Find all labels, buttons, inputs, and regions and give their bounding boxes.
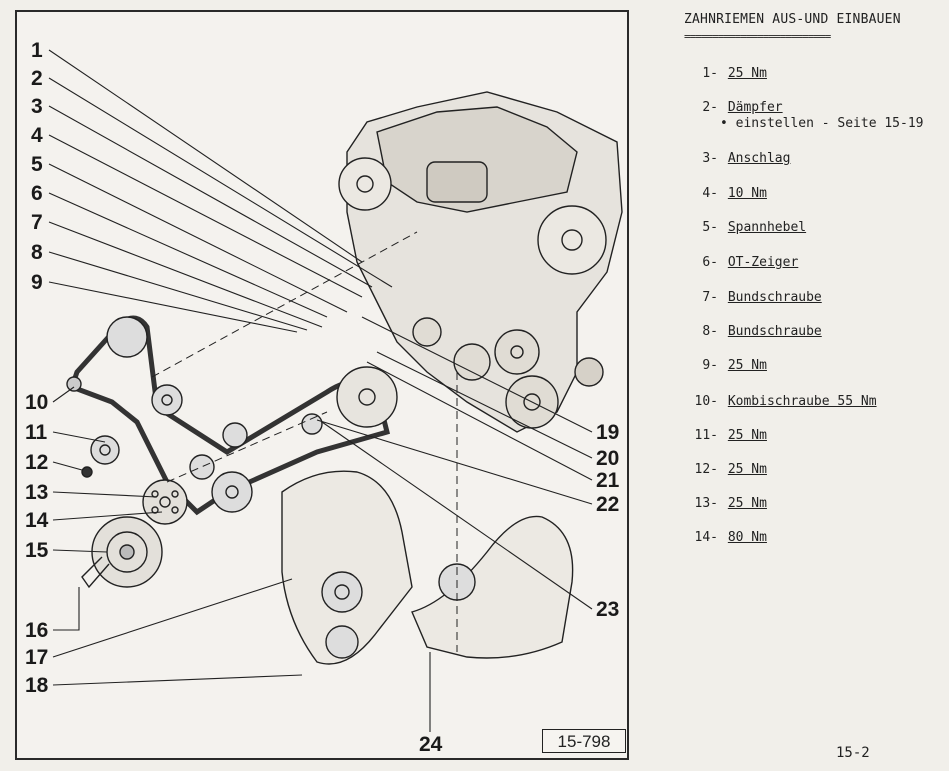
legend-label: Spannhebel (727, 220, 807, 235)
page-number: 15-2 (836, 745, 870, 761)
legend-label: 25 Nm (727, 462, 767, 477)
callout-12: 12 (25, 451, 49, 474)
legend-label: Bundschraube (727, 290, 822, 305)
callout-3: 3 (31, 95, 43, 118)
legend-item-1: 1- 25 Nm (684, 66, 767, 81)
legend-num: 14- (694, 530, 718, 545)
legend-item-12: 12- 25 Nm (684, 462, 767, 477)
legend-label: 25 Nm (727, 496, 767, 511)
legend-label: 25 Nm (727, 66, 767, 81)
legend-item-8: 8- Bundschraube (684, 324, 822, 339)
callout-15: 15 (25, 539, 49, 562)
legend-item-14: 14- 80 Nm (684, 530, 767, 545)
callout-13: 13 (25, 481, 49, 504)
legend-num: 2- (702, 100, 718, 115)
callout-16: 16 (25, 619, 49, 642)
callout-20: 20 (596, 447, 620, 470)
callout-17: 17 (25, 646, 49, 669)
callout-1: 1 (31, 39, 43, 62)
callout-23: 23 (596, 598, 620, 621)
callout-4: 4 (31, 124, 43, 147)
callout-10: 10 (25, 391, 49, 414)
large-pulley (336, 366, 398, 428)
legend-item-4: 4- 10 Nm (684, 186, 767, 201)
callout-2: 2 (31, 67, 43, 90)
legend-item-13: 13- 25 Nm (684, 496, 767, 511)
legend-num: 8- (702, 324, 718, 339)
callout-22: 22 (596, 493, 620, 516)
legend-num: 6- (702, 255, 718, 270)
sprocket-top (106, 316, 148, 358)
legend-num: 11- (694, 428, 718, 443)
callout-14: 14 (25, 509, 49, 532)
engine-drawing (48, 49, 623, 732)
legend-title-underline: ========================== (684, 30, 831, 43)
legend-num: 4- (702, 186, 718, 201)
callout-18: 18 (25, 674, 49, 697)
callout-5: 5 (31, 153, 43, 176)
legend-item-7: 7- Bundschraube (684, 290, 822, 305)
legend-label: OT-Zeiger (727, 255, 799, 270)
legend-label: 25 Nm (727, 358, 767, 373)
exploded-diagram: 1 2 3 4 5 6 7 8 9 10 11 12 13 14 15 16 1… (15, 10, 629, 760)
callout-24: 24 (419, 733, 443, 756)
callout-11: 11 (25, 421, 48, 444)
timing-cover-lower (281, 470, 413, 665)
legend-label: 25 Nm (727, 428, 767, 443)
legend-num: 9- (702, 358, 718, 373)
legend-label: Bundschraube (727, 324, 822, 339)
legend-item-3: 3- Anschlag (684, 151, 790, 166)
legend-num: 7- (702, 290, 718, 305)
legend-num: 10- (694, 394, 718, 409)
callout-7: 7 (31, 211, 43, 234)
callout-19: 19 (596, 421, 620, 444)
legend-label: Dämpfer (727, 100, 783, 115)
legend-item-2: 2- Dämpfer (684, 100, 783, 115)
callout-6: 6 (31, 182, 43, 205)
legend-num: 13- (694, 496, 718, 511)
legend-num: 12- (694, 462, 718, 477)
legend-num: 3- (702, 151, 718, 166)
legend-label: 80 Nm (727, 530, 767, 545)
callout-21: 21 (596, 469, 620, 492)
legend-title: ZAHNRIEMEN AUS-UND EINBAUEN (684, 12, 901, 27)
legend-label: Kombischraube 55 Nm (727, 394, 877, 409)
legend-item-9: 9- 25 Nm (684, 358, 767, 373)
legend-num: 5- (702, 220, 718, 235)
legend-item-6: 6- OT-Zeiger (684, 255, 798, 270)
callout-9: 9 (31, 271, 43, 294)
legend-label: 10 Nm (727, 186, 767, 201)
legend-item-2-sub: • einstellen - Seite 15-19 (720, 116, 924, 131)
camshaft-pulley-left (338, 157, 392, 211)
legend-num: 1- (702, 66, 718, 81)
timing-cover-right (411, 515, 574, 659)
legend-item-11: 11- 25 Nm (684, 428, 767, 443)
legend-item-10: 10- Kombischraube 55 Nm (684, 394, 877, 409)
camshaft-pulley-right (537, 205, 607, 275)
figure-number: 15-798 (542, 729, 626, 753)
callout-8: 8 (31, 241, 43, 264)
legend-item-5: 5- Spannhebel (684, 220, 806, 235)
legend-label: Anschlag (727, 151, 791, 166)
